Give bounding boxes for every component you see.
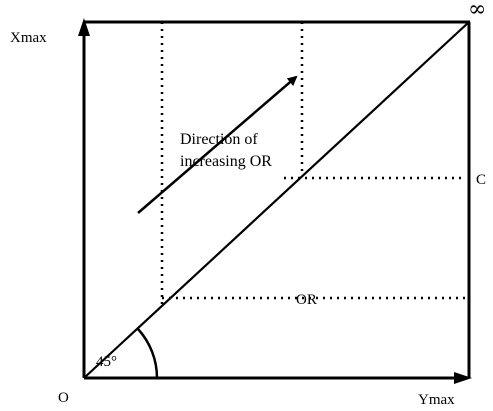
infinity-label: ∞	[468, 0, 486, 22]
angle-label: 45°	[96, 354, 117, 370]
or-value-label: OR	[296, 292, 317, 308]
y-axis-max-label: Xmax	[10, 30, 47, 46]
diagonal-line	[83, 21, 470, 379]
y-axis-arrowhead	[78, 18, 90, 36]
direction-arrow	[137, 75, 298, 214]
x-axis-max-label: Ymax	[418, 392, 455, 408]
direction-label-line2: increasing OR	[180, 153, 272, 170]
point-c-label: C	[476, 172, 486, 188]
angle-arc	[137, 328, 159, 379]
origin-label: O	[58, 390, 69, 406]
direction-label-line1: Direction of	[180, 131, 258, 148]
x-axis-arrowhead	[454, 372, 472, 384]
